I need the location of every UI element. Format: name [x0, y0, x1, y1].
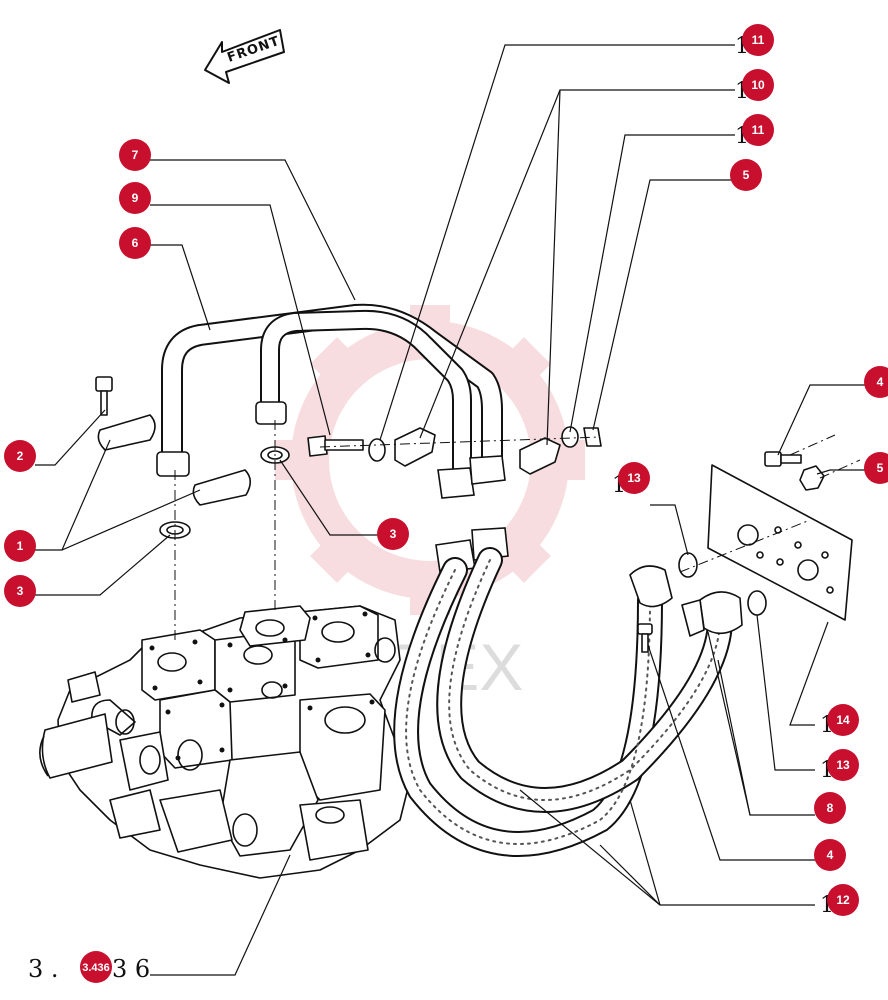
callout-11-top: 1 11 [735, 24, 774, 59]
drawing-code: 3 . 3.436 3 6 [28, 951, 150, 983]
callout-number: 4 [877, 375, 884, 389]
drawing-code-badge-text: 3.436 [82, 962, 110, 974]
callout-3-middle: 3 [377, 518, 409, 550]
callout-11-second: 1 11 [735, 114, 774, 149]
callout-number: 10 [751, 78, 765, 92]
callout-circle [119, 139, 151, 171]
flexible-hoses [393, 547, 733, 857]
callout-circle [119, 182, 151, 214]
callout-circle [119, 227, 151, 259]
callout-circle [4, 530, 36, 562]
callout-circle [4, 440, 36, 472]
callout-4-top: 4 [864, 366, 888, 398]
callout-circle [827, 884, 859, 916]
callout-1: 1 [4, 530, 36, 562]
callout-circle [864, 452, 888, 484]
callout-number: 13 [627, 471, 641, 485]
callout-number: 6 [132, 236, 139, 250]
callout-number: 3 [390, 527, 397, 541]
callout-number: 1 [17, 539, 24, 553]
callout-number: 5 [743, 168, 750, 182]
callout-2: 2 [4, 440, 36, 472]
drawing-code-badge [80, 951, 112, 983]
front-arrow: FRONT [204, 29, 285, 84]
callout-5-top: 5 [730, 159, 762, 191]
callout-circle [618, 462, 650, 494]
callout-number: 12 [836, 893, 850, 907]
callout-circle [377, 518, 409, 550]
rigid-pipes [161, 303, 503, 480]
callout-6: 6 [119, 227, 151, 259]
clamps-and-fasteners [95, 376, 853, 653]
alignment-axes [174, 420, 861, 640]
callout-circle [742, 114, 774, 146]
callout-circle [827, 704, 859, 736]
callout-number: 7 [132, 148, 139, 162]
callout-3-left: 3 [4, 575, 36, 607]
callout-4-bottom: 4 [814, 839, 846, 871]
callout-number: 14 [836, 713, 850, 727]
callout-number: 2 [17, 449, 24, 463]
callout-number: 4 [827, 848, 834, 862]
callout-13-lower: 1 13 [820, 749, 859, 783]
callout-circle [742, 69, 774, 101]
callout-number: 11 [752, 33, 765, 47]
control-valve-assembly [39, 605, 411, 879]
callout-circle [730, 159, 762, 191]
leader-lines [35, 44, 865, 976]
callout-circle [4, 575, 36, 607]
drawing-code-prefix: 3 . [28, 955, 59, 983]
callout-8: 8 [814, 792, 846, 824]
callout-number: 13 [836, 758, 850, 772]
callout-10: 1 10 [735, 69, 774, 104]
callout-circle [814, 839, 846, 871]
callout-12: 1 12 [820, 884, 859, 918]
callout-circle [742, 24, 774, 56]
callout-7: 7 [119, 139, 151, 171]
drawing-code-suffix: 3 6 [112, 955, 150, 983]
callout-5-right: 5 [864, 452, 888, 484]
callout-number: 8 [827, 801, 834, 815]
callout-13-upper: 1 13 [612, 462, 650, 498]
callout-14: 1 14 [820, 704, 859, 738]
callout-number: 3 [17, 584, 24, 598]
callout-number: 9 [132, 191, 139, 205]
callout-number: 5 [877, 461, 884, 475]
callout-circle [814, 792, 846, 824]
callout-circle [827, 749, 859, 781]
callout-number: 11 [752, 123, 765, 137]
callout-9: 9 [119, 182, 151, 214]
callout-circle [864, 366, 888, 398]
